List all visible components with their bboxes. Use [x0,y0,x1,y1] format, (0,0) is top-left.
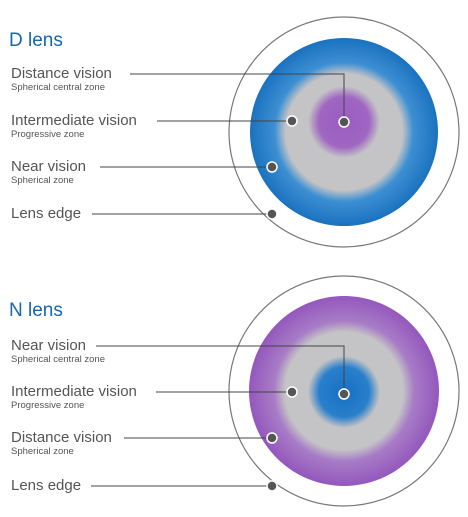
label-sub: Spherical zone [11,175,74,186]
label-sub: Spherical central zone [11,82,105,93]
n-lens-label-near: Near vision Spherical central zone [11,338,105,365]
n-lens-markers [266,386,350,492]
d-lens-label-near: Near vision Spherical zone [11,159,86,186]
label-main: Distance vision [11,429,112,446]
n-lens-label-intermediate: Intermediate vision Progressive zone [11,384,137,411]
label-sub: Progressive zone [11,129,85,140]
n-lens-panel: N lens Near vision Spherical central zon… [0,270,468,517]
n-lens-near-marker [338,388,350,400]
d-lens-label-distance: Distance vision Spherical central zone [11,66,112,93]
d-lens-edge-marker [266,208,278,220]
label-main: Intermediate vision [11,383,137,400]
d-lens-label-edge: Lens edge [11,206,81,221]
n-lens-leader-lines [91,345,345,487]
d-lens-near-marker [266,161,278,173]
label-main: Near vision [11,158,87,175]
label-main: Intermediate vision [11,112,137,129]
n-lens-label-distance: Distance vision Spherical zone [11,430,112,457]
d-lens-title: D lens [9,30,63,51]
n-lens-diagram [91,275,460,507]
label-main: Near vision [11,337,87,354]
d-lens-distance-marker [338,116,350,128]
label-main: Lens edge [11,477,82,494]
label-sub: Progressive zone [11,400,85,411]
n-lens-title: N lens [9,300,63,321]
label-main: Distance vision [11,65,112,82]
n-lens-label-edge: Lens edge [11,478,81,493]
n-lens-intermediate-marker [286,386,298,398]
label-sub: Spherical zone [11,446,74,457]
d-lens-markers [266,115,350,220]
d-lens-label-intermediate: Intermediate vision Progressive zone [11,113,137,140]
n-lens-edge-marker [266,480,278,492]
d-lens-panel: D lens Distance vision Spherical central… [0,0,468,258]
d-lens-leader-lines [92,73,345,215]
label-main: Lens edge [11,205,82,222]
d-lens-diagram [92,16,460,248]
label-sub: Spherical central zone [11,354,105,365]
d-lens-intermediate-marker [286,115,298,127]
n-lens-distance-marker [266,432,278,444]
